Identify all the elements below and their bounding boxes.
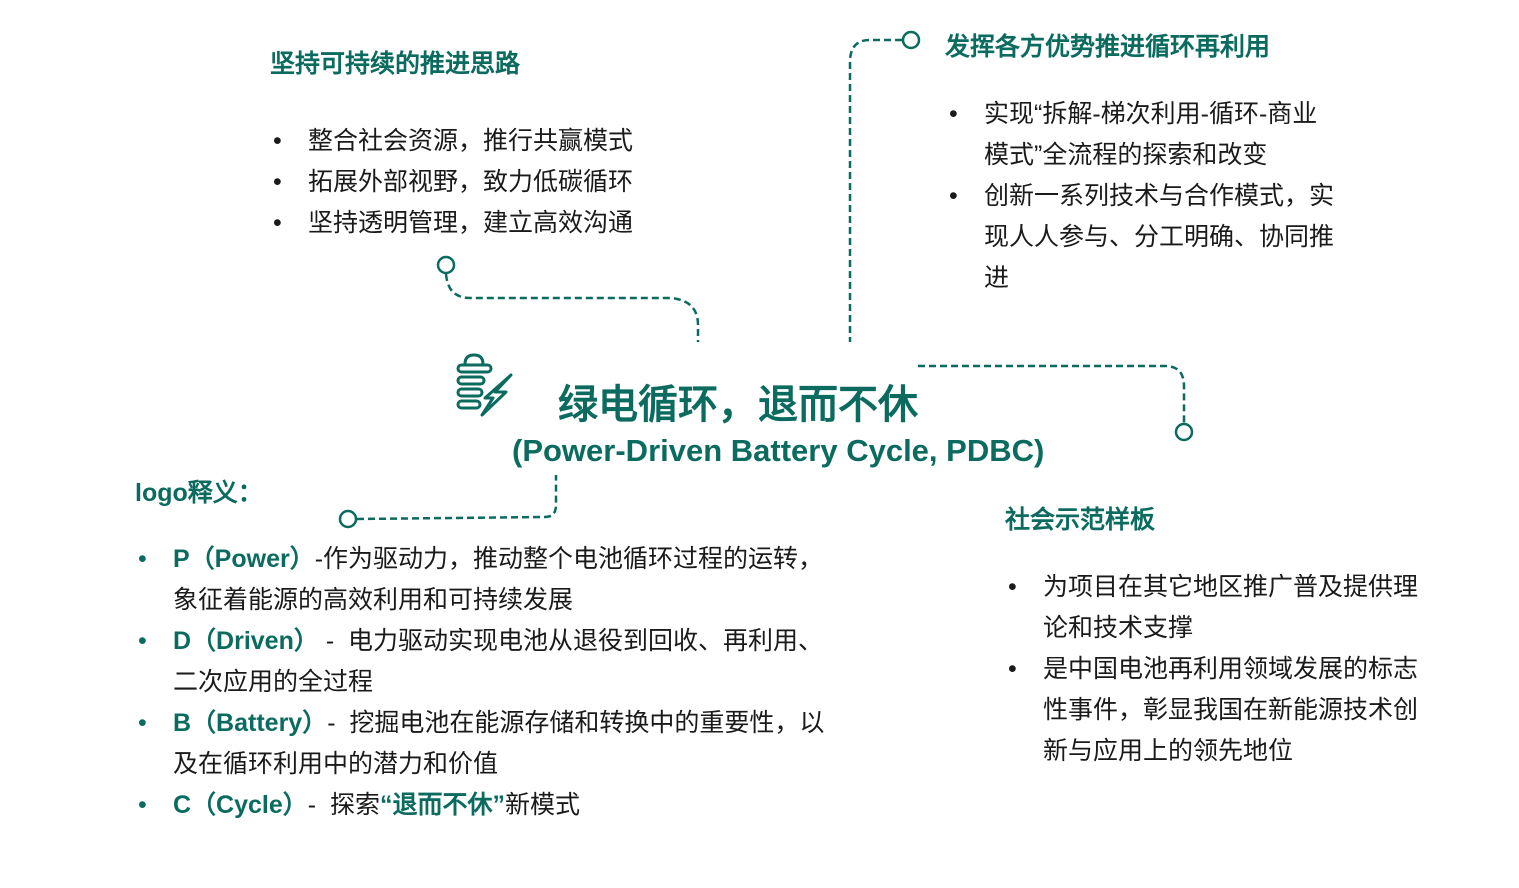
node-circle bbox=[901, 30, 921, 50]
list-item: • C（Cycle）- 探索“退而不休”新模式 bbox=[138, 791, 581, 819]
list-item: •拓展外部视野，致力低碳循环 bbox=[273, 168, 634, 196]
node-circle bbox=[338, 509, 358, 529]
demo-heading: 社会示范样板 bbox=[1005, 506, 1156, 534]
logo-list: • P（Power）-作为驱动力，推动整个电池循环过程的运转， 象征着能源的高效… bbox=[138, 539, 825, 826]
connector-bottom-left bbox=[356, 475, 558, 521]
main-title: 绿电循环，退而不休 bbox=[558, 383, 918, 427]
advantages-list: • 实现“拆解-梯次利用-循环-商业模式”全流程的探索和改变 • 创新一系列技术… bbox=[949, 94, 1335, 299]
node-circle bbox=[436, 255, 456, 275]
demo-list: • 为项目在其它地区推广普及提供理论和技术支撑 • 是中国电池再利用领域发展的标… bbox=[1008, 567, 1419, 772]
connector-top-right bbox=[848, 38, 902, 342]
sustainable-list: •整合社会资源，推行共赢模式 •拓展外部视野，致力低碳循环 •坚持透明管理，建立… bbox=[273, 121, 634, 244]
connector-right bbox=[918, 364, 1186, 423]
list-item: • 是中国电池再利用领域发展的标志性事件，彰显我国在新能源技术创新与应用上的领先… bbox=[1008, 655, 1419, 765]
node-circle bbox=[1174, 422, 1194, 442]
logo-heading: logo释义： bbox=[135, 479, 263, 507]
list-item: •整合社会资源，推行共赢模式 bbox=[273, 127, 634, 155]
list-item: • 创新一系列技术与合作模式，实现人人参与、分工明确、协同推进 bbox=[949, 182, 1335, 292]
list-item: • 实现“拆解-梯次利用-循环-商业模式”全流程的探索和改变 bbox=[949, 100, 1318, 169]
battery-lightning-icon bbox=[456, 353, 513, 417]
main-subtitle: (Power-Driven Battery Cycle, PDBC) bbox=[512, 433, 1045, 468]
sustainable-heading: 坚持可持续的推进思路 bbox=[270, 50, 521, 78]
list-item: • P（Power）-作为驱动力，推动整个电池循环过程的运转， 象征着能源的高效… bbox=[138, 545, 824, 614]
list-item: • D（Driven） - 电力驱动实现电池从退役到回收、再利用、 二次应用的全… bbox=[138, 627, 824, 696]
list-item: • 为项目在其它地区推广普及提供理论和技术支撑 bbox=[1008, 573, 1419, 642]
advantages-heading: 发挥各方优势推进循环再利用 bbox=[945, 33, 1271, 61]
list-item: •坚持透明管理，建立高效沟通 bbox=[273, 209, 634, 237]
connector-top-left bbox=[444, 273, 700, 342]
list-item: • B（Battery）- 挖掘电池在能源存储和转换中的重要性，以 及在循环利用… bbox=[138, 709, 825, 778]
